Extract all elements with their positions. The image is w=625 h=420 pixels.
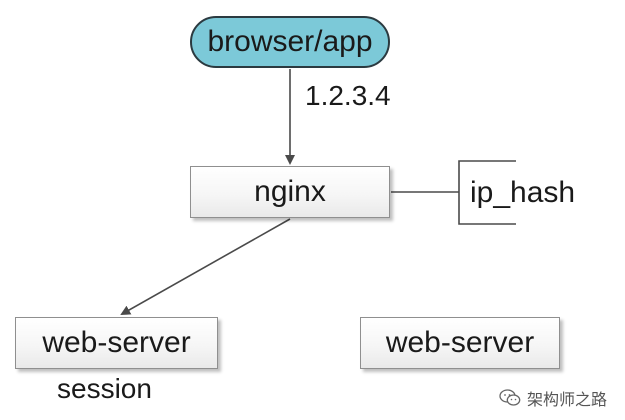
session-label: session — [57, 373, 152, 404]
ip-hash-note-bracket — [458, 160, 516, 225]
wechat-icon — [499, 389, 521, 407]
client-ip-label: 1.2.3.4 — [305, 80, 391, 111]
nginx-label: nginx — [254, 175, 326, 208]
web-server-node-1: web-server — [15, 317, 218, 369]
browser-app-label: browser/app — [207, 25, 373, 58]
ip-hash-label: ip_hash — [470, 175, 576, 209]
web-server-2-label: web-server — [385, 326, 535, 359]
web-server-1-label: web-server — [42, 326, 191, 359]
watermark-text: 架构师之路 — [526, 392, 607, 409]
watermark: 架构师之路 — [499, 386, 607, 410]
ip-hash-annotation: ip_hash — [459, 161, 575, 224]
web-server-node-2: web-server — [360, 317, 560, 369]
nginx-node: nginx — [190, 166, 390, 218]
edge-nginx-to-web-server-1 — [120, 218, 291, 315]
browser-app-node: browser/app — [190, 16, 390, 68]
